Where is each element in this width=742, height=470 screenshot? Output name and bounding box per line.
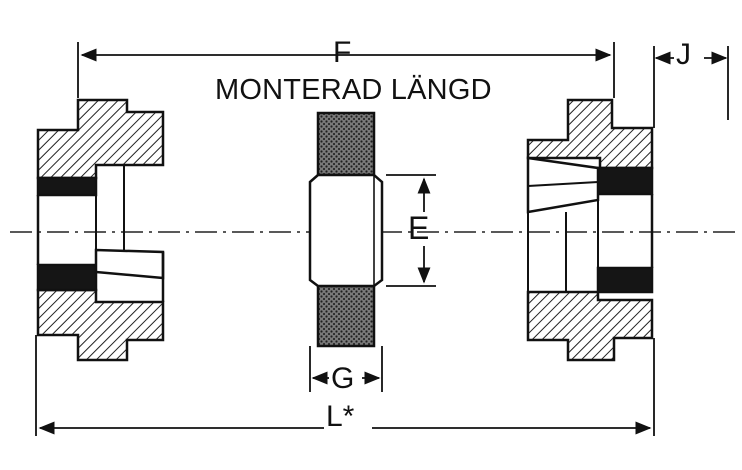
dimension-e <box>386 174 436 287</box>
dimension-j <box>653 46 729 128</box>
right-hub <box>526 98 654 362</box>
assembled-length-title: MONTERAD LÄNGD <box>215 74 492 106</box>
elastomer-element <box>308 111 384 348</box>
dimension-g <box>309 346 383 392</box>
dimension-label-f: F <box>333 36 352 69</box>
dimension-label-j: J <box>676 38 691 71</box>
dimension-f <box>77 42 615 98</box>
dimension-label-l: L* <box>326 400 355 433</box>
dimension-label-g: G <box>331 362 355 395</box>
left-hub <box>36 98 165 362</box>
dimension-l <box>35 335 655 436</box>
dimension-label-e: E <box>408 210 430 246</box>
